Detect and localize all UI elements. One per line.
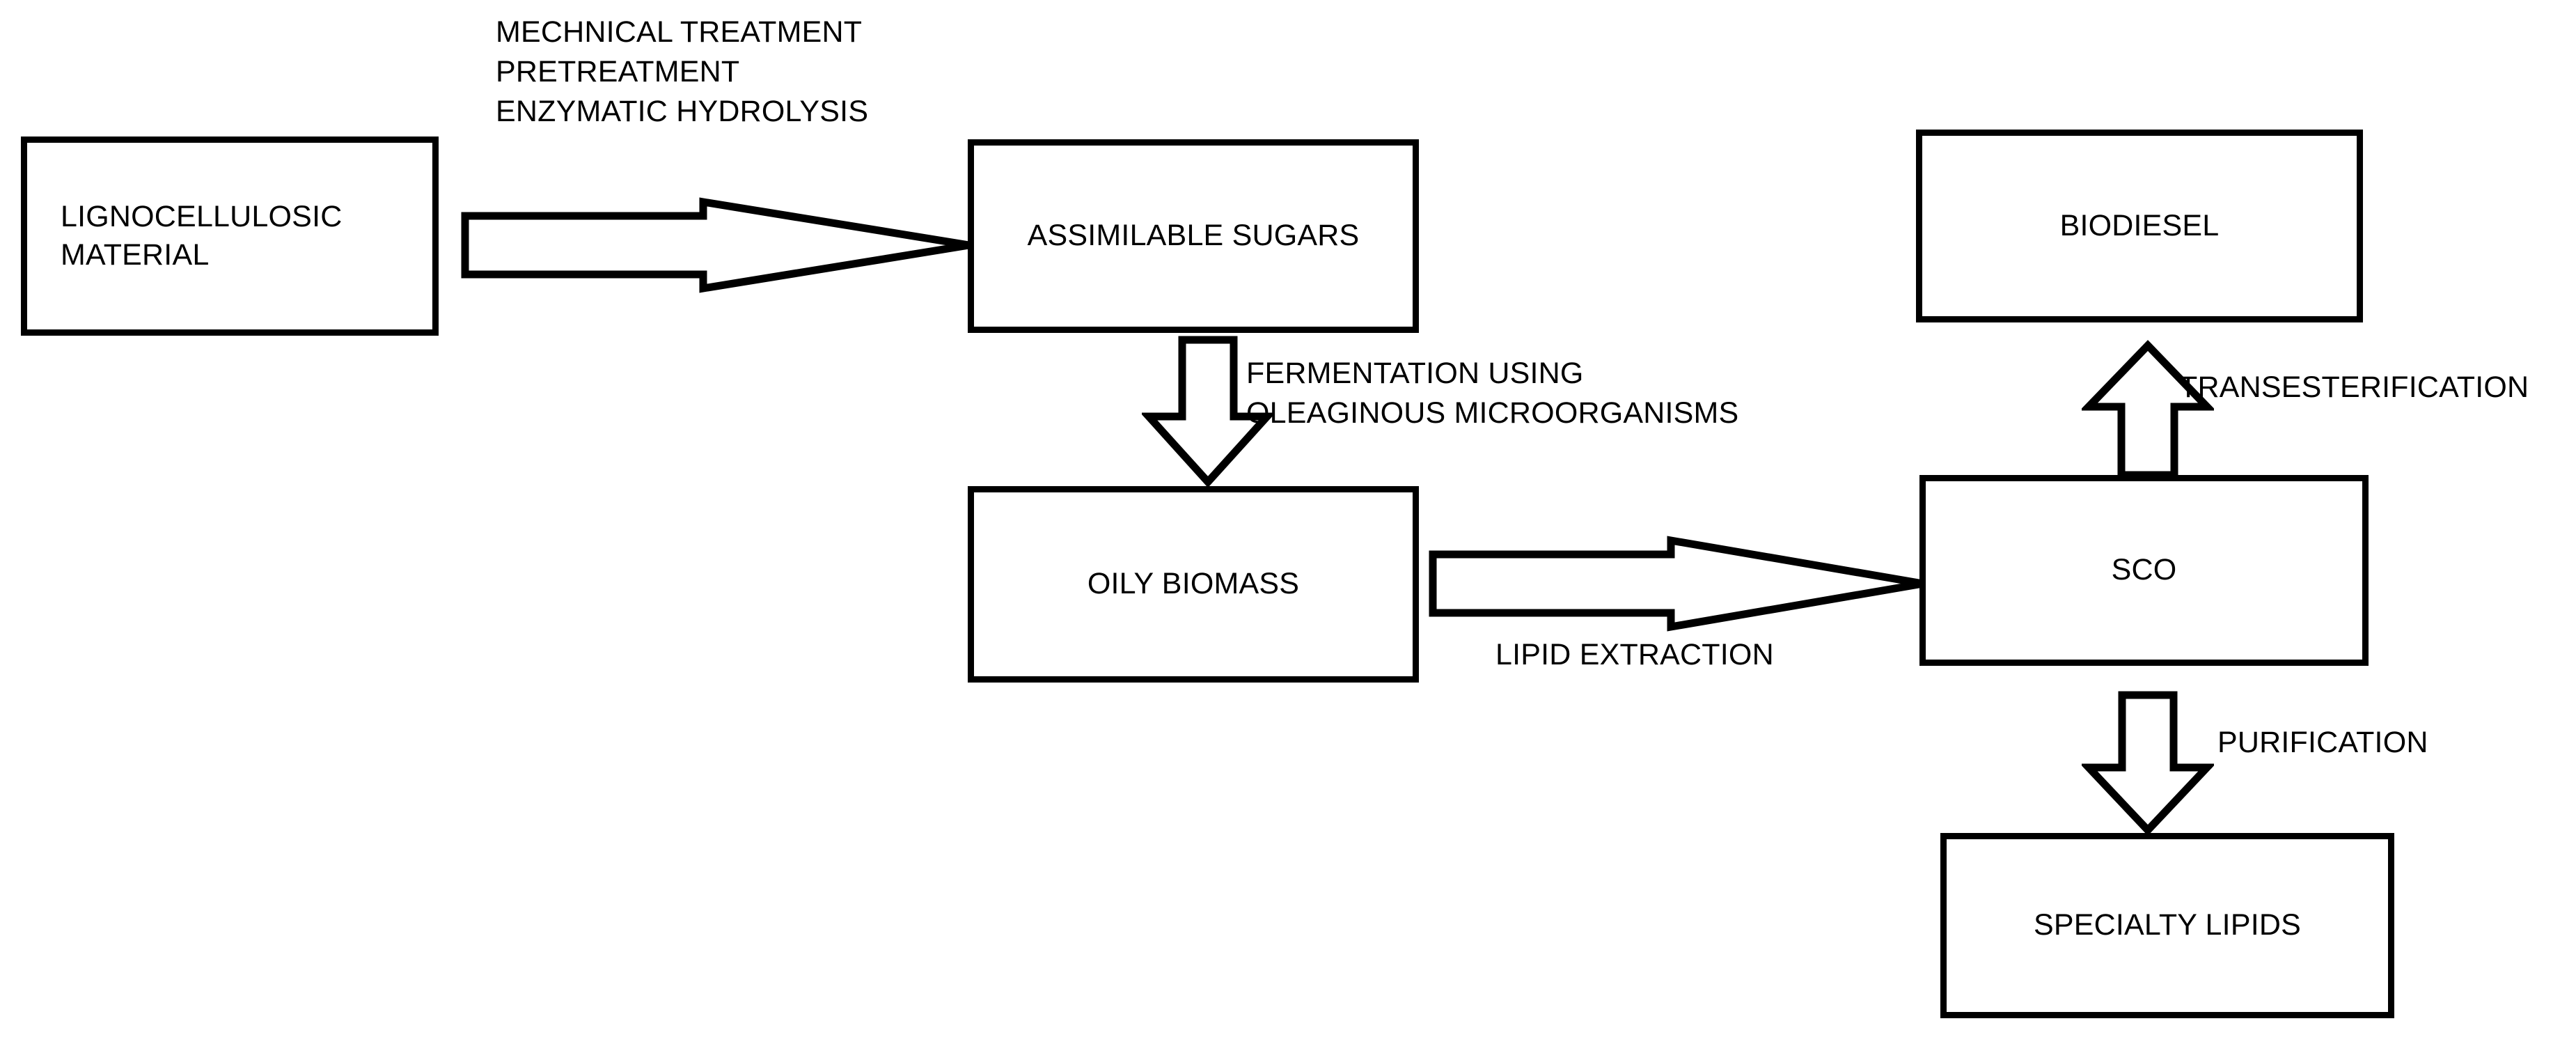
caption-transesterification: TRANSESTERIFICATION <box>2179 371 2529 404</box>
node-label-assimilable-sugars: ASSIMILABLE SUGARS <box>1027 219 1360 253</box>
node-label-biodiesel: BIODIESEL <box>2059 208 2220 242</box>
node-biodiesel[interactable]: BIODIESEL <box>1916 130 2363 322</box>
node-label-specialty-lipids: SPECIALTY LIPIDS <box>2034 908 2301 942</box>
node-label-sco: SCO <box>2111 553 2177 587</box>
caption-pretreatment-steps: MECHNICAL TREATMENT PRETREATMENT ENZYMAT… <box>496 15 869 129</box>
caption-fermentation: FERMENTATION USING OLEAGINOUS MICROORGAN… <box>1246 357 1739 430</box>
node-sco[interactable]: SCO <box>1919 475 2369 666</box>
node-lignocellulosic-material[interactable]: LIGNOCELLULOSIC MATERIAL <box>21 137 439 336</box>
arrow-material-to-sugars <box>461 197 970 293</box>
arrow-biomass-to-sco <box>1429 536 1924 632</box>
caption-purification: PURIFICATION <box>2217 726 2428 759</box>
node-specialty-lipids[interactable]: SPECIALTY LIPIDS <box>1940 833 2394 1018</box>
arrow-sugars-to-biomass <box>1142 336 1274 488</box>
node-oily-biomass[interactable]: OILY BIOMASS <box>968 486 1419 683</box>
node-label-lignocellulosic-material: LIGNOCELLULOSIC MATERIAL <box>61 199 343 272</box>
arrow-sco-to-biodiesel <box>2082 340 2214 479</box>
arrow-sco-to-specialty-lipids <box>2082 691 2214 836</box>
caption-lipid-extraction: LIPID EXTRACTION <box>1495 638 1774 671</box>
node-assimilable-sugars[interactable]: ASSIMILABLE SUGARS <box>968 139 1419 333</box>
node-label-oily-biomass: OILY BIOMASS <box>1087 567 1300 601</box>
